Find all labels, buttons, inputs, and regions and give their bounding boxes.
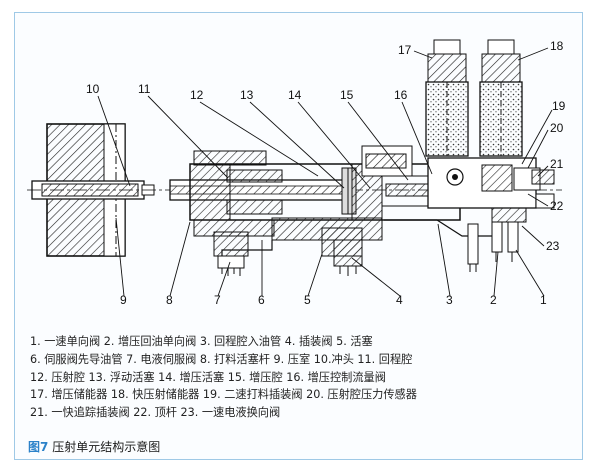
parts-legend: 1. 一速单向阀 2. 增压回油单向阀 3. 回程腔入油管 4. 插装阀 5. …	[30, 333, 578, 422]
callout-20: 20	[550, 121, 564, 135]
callout-4: 4	[396, 293, 403, 307]
callout-17: 17	[398, 43, 412, 57]
callout-9: 9	[120, 293, 127, 307]
callout-13: 13	[240, 88, 254, 102]
callout-5: 5	[304, 293, 311, 307]
servo-valve	[213, 231, 249, 276]
legend-row: 17. 增压储能器 18. 快压射储能器 19. 二速打料插装阀 20. 压射腔…	[30, 388, 417, 402]
callout-2: 2	[490, 293, 497, 307]
legend-row: 21. 一快追踪插装阀 22. 顶杆 23. 一速电液换向阀	[30, 406, 281, 420]
control-manifold	[427, 157, 555, 272]
callout-8: 8	[166, 293, 173, 307]
figure-label: 图7	[28, 440, 49, 454]
leader-lines	[97, 47, 553, 297]
legend-row: 6. 伺服阀先导油管 7. 电液伺服阀 8. 打料活塞杆 9. 压室 10.冲头…	[30, 352, 413, 366]
callout-23: 23	[546, 239, 560, 253]
callout-19: 19	[552, 99, 566, 113]
callout-6: 6	[258, 293, 265, 307]
callout-21: 21	[550, 157, 564, 171]
callout-3: 3	[446, 293, 453, 307]
callout-22: 22	[550, 199, 564, 213]
callout-15: 15	[340, 88, 354, 102]
callout-18: 18	[550, 39, 564, 53]
callout-10: 10	[86, 82, 100, 96]
injection-unit-diagram: 1 2 3 4 5 6 7 8 9 10 11 12 13 14 15 16 1…	[27, 39, 566, 307]
booster-accumulator	[425, 39, 469, 157]
callout-1: 1	[540, 293, 547, 307]
legend-row: 1. 一速单向阀 2. 增压回油单向阀 3. 回程腔入油管 4. 插装阀 5. …	[30, 335, 373, 348]
figure-title: 压射单元结构示意图	[52, 440, 161, 454]
legend-row: 12. 压射腔 13. 浮动活塞 14. 增压活塞 15. 增压腔 16. 增压…	[30, 370, 386, 384]
figure-caption: 图7 压射单元结构示意图	[28, 438, 160, 455]
callout-11: 11	[138, 82, 151, 96]
injection-cylinder	[189, 145, 535, 262]
callout-14: 14	[288, 88, 302, 102]
cartridge-valve	[333, 239, 363, 276]
callout-12: 12	[190, 88, 204, 102]
callout-labels: 1 2 3 4 5 6 7 8 9 10 11 12 13 14 15 16 1…	[86, 39, 566, 307]
fast-shot-accumulator	[479, 39, 523, 157]
callout-7: 7	[214, 293, 221, 307]
callout-16: 16	[394, 88, 408, 102]
